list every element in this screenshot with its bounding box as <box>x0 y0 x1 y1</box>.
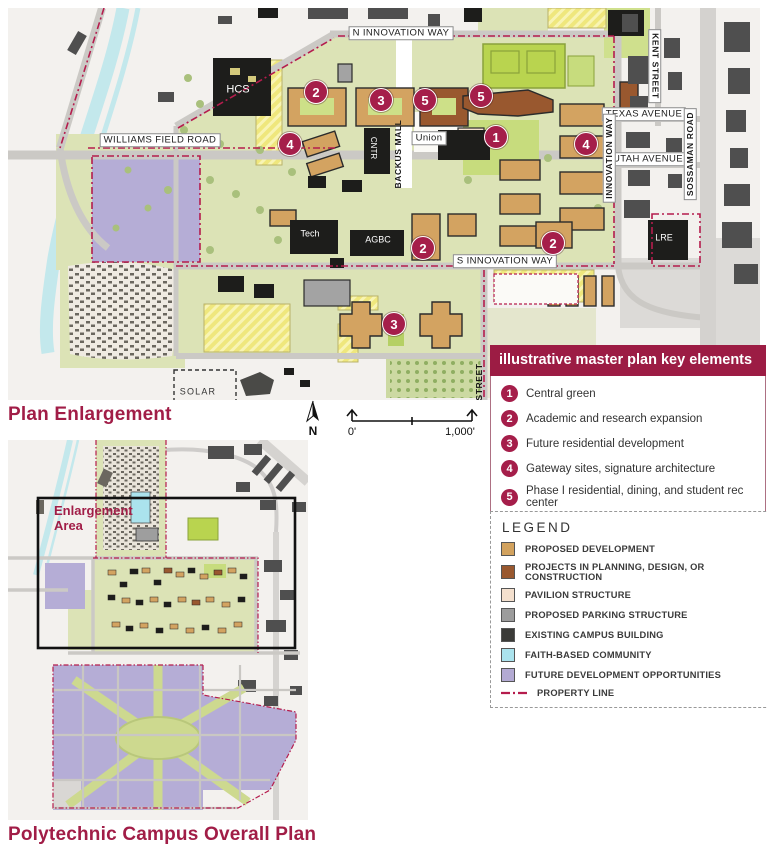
legend-list: PROPOSED DEVELOPMENT PROJECTS IN PLANNING… <box>501 542 768 698</box>
road-label: SOLAR <box>179 386 217 397</box>
legend-item: FAITH-BASED COMMUNITY <box>501 648 768 662</box>
legend-item-label: FAITH-BASED COMMUNITY <box>525 650 652 660</box>
map-marker-3: 3 <box>369 88 393 112</box>
building-label: LRE <box>655 232 673 243</box>
key-element-item: 2 Academic and research expansion <box>501 410 757 427</box>
road-label: STREET <box>473 363 484 400</box>
legend-item-label: PROPOSED PARKING STRUCTURE <box>525 610 688 620</box>
key-element-number: 5 <box>501 488 518 506</box>
legend-item: PROJECTS IN PLANNING, DESIGN, OR CONSTRU… <box>501 562 768 582</box>
legend-swatch <box>501 542 515 556</box>
scale-bar: N 0' 1,000' <box>294 399 484 439</box>
north-label: N <box>309 424 318 438</box>
enlargement-map-graphic <box>8 8 760 400</box>
legend-swatch <box>501 668 515 682</box>
key-element-item: 4 Gateway sites, signature architecture <box>501 460 757 477</box>
key-element-label: Central green <box>526 387 596 400</box>
legend-item-label: PROPERTY LINE <box>537 688 615 698</box>
building-label: HCS <box>226 83 250 96</box>
road-label: BACKUS MALL <box>392 119 403 189</box>
property-line-swatch <box>501 690 527 696</box>
legend-item-label: EXISTING CAMPUS BUILDING <box>525 630 664 640</box>
map-marker-5: 5 <box>469 84 493 108</box>
key-element-item: 1 Central green <box>501 385 757 402</box>
legend-item: FUTURE DEVELOPMENT OPPORTUNITIES <box>501 668 768 682</box>
road-label: TEXAS AVENUE <box>601 107 687 121</box>
road-label: KENT STREET <box>648 29 662 103</box>
key-element-number: 2 <box>501 410 518 427</box>
road-label: N INNOVATION WAY <box>348 26 454 40</box>
legend-item: PAVILION STRUCTURE <box>501 588 768 602</box>
key-element-number: 1 <box>501 385 518 402</box>
road-label: Union <box>411 131 447 145</box>
key-element-label: Future residential development <box>526 437 684 450</box>
map-marker-4: 4 <box>278 132 302 156</box>
legend-title: LEGEND <box>502 520 573 535</box>
legend-item: PROPOSED DEVELOPMENT <box>501 542 768 556</box>
road-label: WILLIAMS FIELD ROAD <box>99 133 221 147</box>
legend-swatch <box>501 648 515 662</box>
building-label: AGBC <box>365 234 391 245</box>
key-elements-title: illustrative master plan key elements <box>490 345 766 376</box>
legend-swatch <box>501 608 515 622</box>
scale-line <box>346 408 478 425</box>
legend-item-property-line: PROPERTY LINE <box>501 688 768 698</box>
legend-swatch <box>501 588 515 602</box>
enlargement-area-label: Enlargement Area <box>54 503 133 533</box>
legend-item-label: PROJECTS IN PLANNING, DESIGN, OR CONSTRU… <box>525 562 705 582</box>
key-element-item: 5 Phase I residential, dining, and studen… <box>501 485 757 509</box>
road-label: S INNOVATION WAY <box>452 254 558 268</box>
key-element-label: Gateway sites, signature architecture <box>526 462 716 475</box>
enlargement-map: N INNOVATION WAY WILLIAMS FIELD ROAD S INN… <box>8 8 760 400</box>
legend-item: EXISTING CAMPUS BUILDING <box>501 628 768 642</box>
scale-max-label: 1,000' <box>445 426 475 438</box>
legend-item-label: PROPOSED DEVELOPMENT <box>525 544 656 554</box>
key-element-number: 3 <box>501 435 518 452</box>
north-arrow-icon <box>306 400 319 423</box>
road-label: INNOVATION WAY <box>602 113 616 203</box>
plan-enlargement-title: Plan Enlargement <box>8 404 172 425</box>
map-marker-5: 5 <box>413 88 437 112</box>
building-label: CNTR <box>369 136 378 160</box>
map-marker-2: 2 <box>411 236 435 260</box>
building-label: Tech <box>300 228 320 239</box>
map-marker-4: 4 <box>574 132 598 156</box>
key-element-label: Phase I residential, dining, and student… <box>526 485 744 509</box>
map-marker-1: 1 <box>484 125 508 149</box>
legend-panel: LEGEND PROPOSED DEVELOPMENT PROJECTS IN P… <box>490 511 768 708</box>
key-elements-list: 1 Central green 2 Academic and research exp… <box>490 376 766 519</box>
map-marker-2: 2 <box>304 80 328 104</box>
road-label: SOSSAMAN ROAD <box>683 107 697 201</box>
legend-item-label: PAVILION STRUCTURE <box>525 590 632 600</box>
scale-zero-label: 0' <box>348 426 356 438</box>
overall-map-graphic <box>8 440 308 820</box>
legend-item: PROPOSED PARKING STRUCTURE <box>501 608 768 622</box>
map-marker-2: 2 <box>541 231 565 255</box>
key-element-number: 4 <box>501 460 518 477</box>
overall-plan-title: Polytechnic Campus Overall Plan <box>8 824 317 845</box>
legend-swatch <box>501 565 515 579</box>
overall-map: Enlargement Area <box>8 440 308 820</box>
key-element-label: Academic and research expansion <box>526 412 703 425</box>
road-label: UTAH AVENUE <box>608 152 688 166</box>
legend-swatch <box>501 628 515 642</box>
key-element-item: 3 Future residential development <box>501 435 757 452</box>
legend-item-label: FUTURE DEVELOPMENT OPPORTUNITIES <box>525 670 721 680</box>
map-marker-3: 3 <box>382 312 406 336</box>
